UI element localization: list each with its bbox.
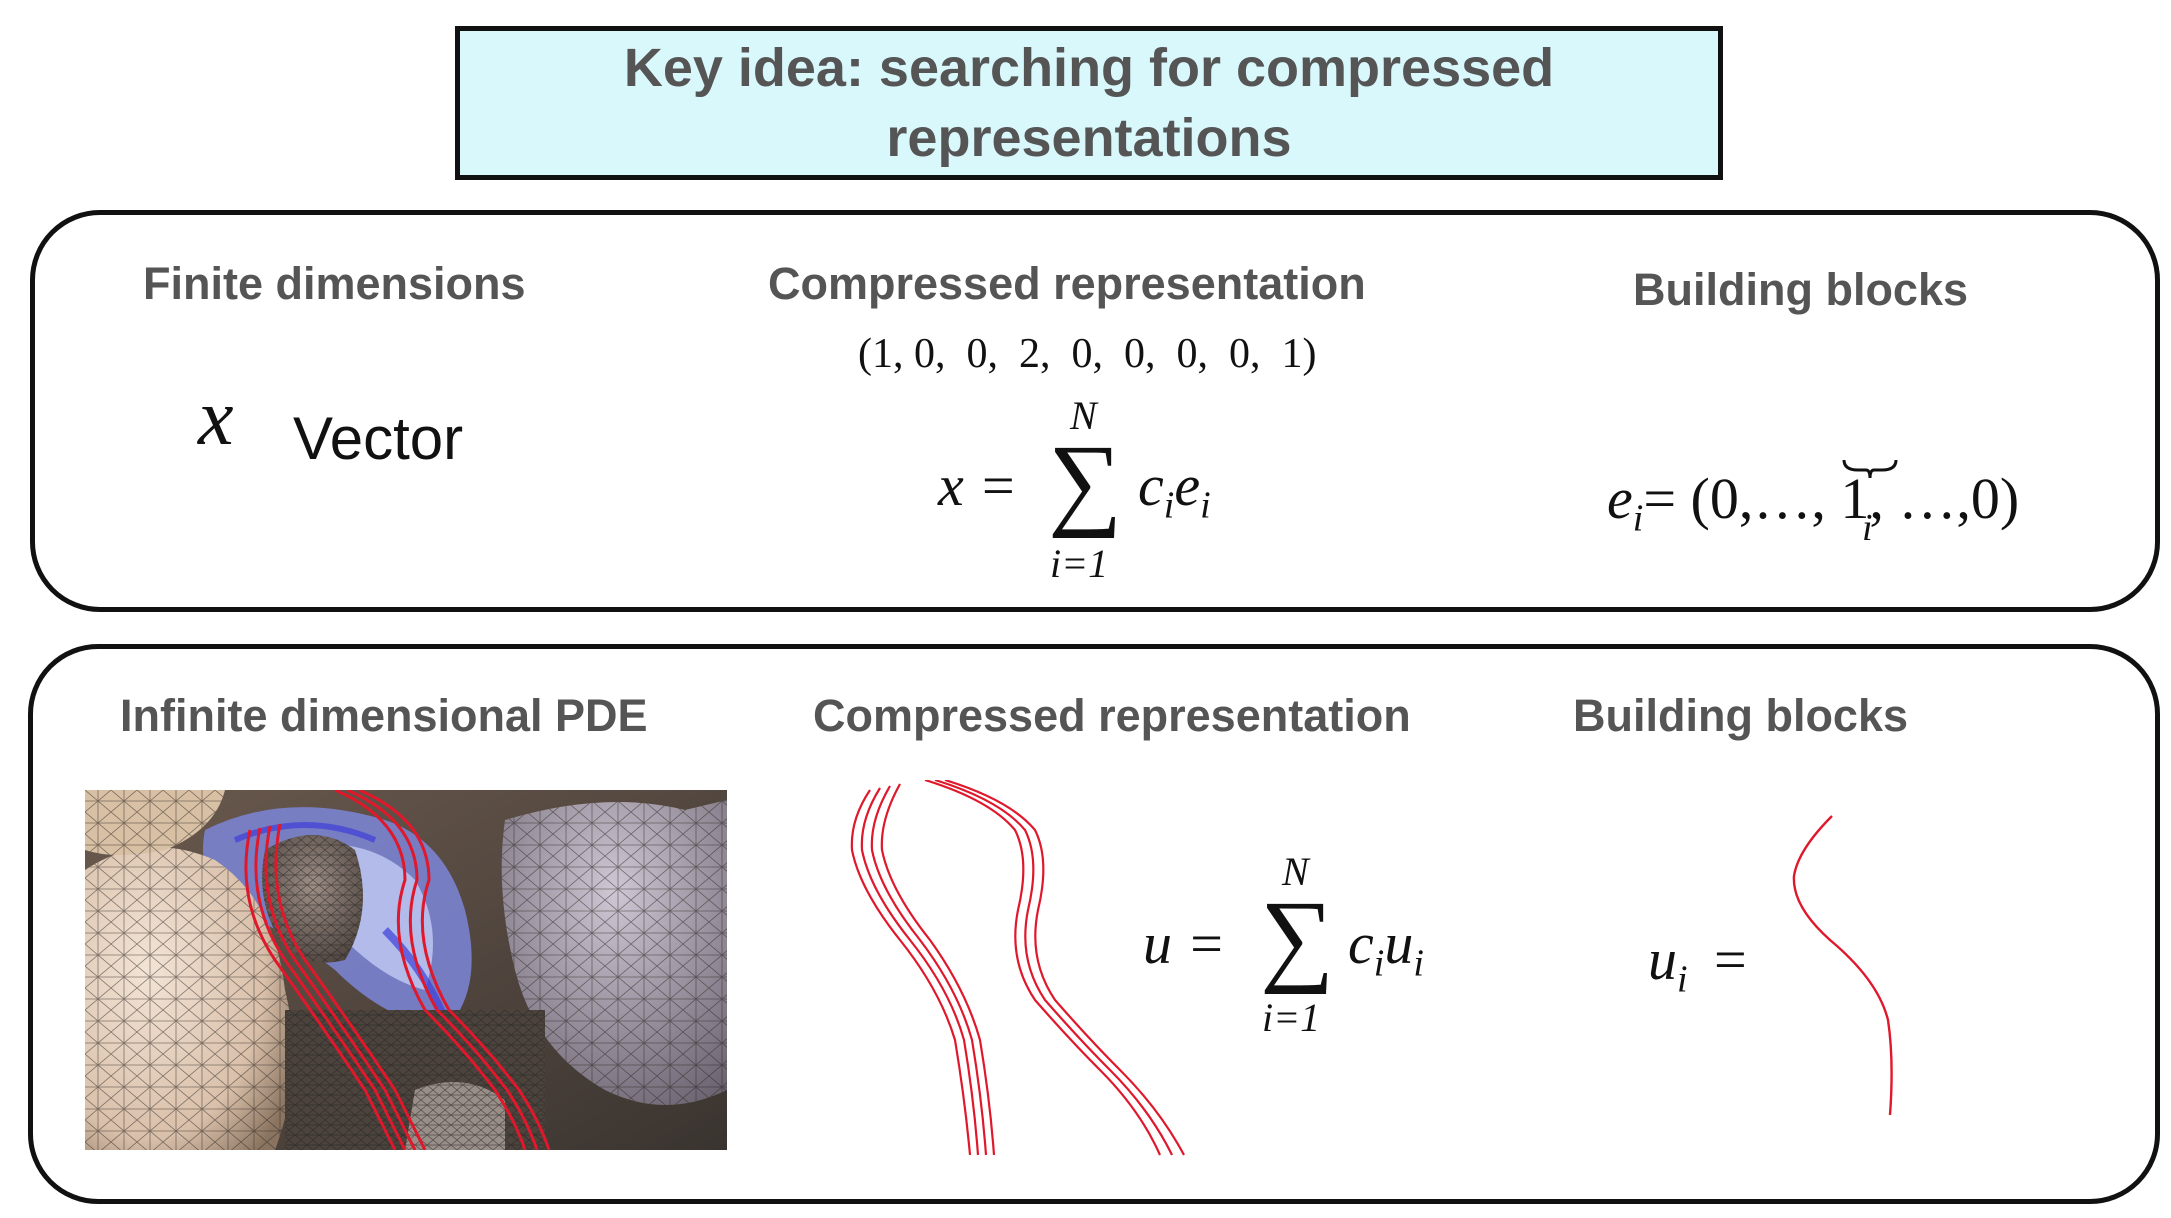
compressed-representation-header-2: Compressed representation: [813, 690, 1411, 741]
sum-upper-limit: N: [1070, 393, 1097, 438]
vector-label: Vector: [293, 405, 464, 472]
summation-symbol-u: ∑: [1260, 880, 1335, 995]
basis-one: 1: [1840, 466, 1870, 531]
coeff-c-u: c: [1348, 911, 1374, 976]
sum-lhs-u: u =: [1143, 911, 1226, 976]
sum-lower-limit-u: i=1: [1262, 995, 1321, 1040]
basis-rhs-end: , …,0): [1869, 466, 2020, 531]
sum-term: ciei: [1138, 452, 1211, 528]
coefficient-vector: (1, 0, 0, 2, 0, 0, 0, 0, 1): [858, 331, 1317, 377]
building-blocks-header-2: Building blocks: [1573, 690, 1909, 741]
coeff-sub: i: [1163, 484, 1175, 527]
title-line-2: representations: [886, 108, 1292, 168]
basis-u: u: [1384, 911, 1414, 976]
basis-vector-formula: ei= (0,…, 1, …,0): [1578, 398, 2019, 541]
title-box: Key idea: searching for compressed repre…: [455, 26, 1723, 180]
compressed-representation-header: Compressed representation: [768, 258, 1366, 309]
underbrace-icon: [1842, 459, 1898, 479]
building-blocks-header: Building blocks: [1633, 264, 1969, 315]
basis-rhs-start: = (0,…,: [1643, 466, 1841, 531]
finite-dimensions-panel: [30, 210, 2160, 612]
title-line-1: Key idea: searching for compressed: [623, 38, 1555, 98]
basis-sub-u: i: [1413, 942, 1424, 985]
summation-symbol: ∑: [1048, 424, 1123, 539]
basis-e: e: [1174, 453, 1201, 518]
streamlines-drawing: [850, 780, 1185, 1156]
basis-sub: i: [1200, 484, 1211, 527]
block-u: u: [1648, 927, 1677, 992]
pde-simulation-image: [85, 790, 727, 1150]
infinite-pde-header: Infinite dimensional PDE: [120, 690, 648, 741]
block-lhs: ui: [1648, 926, 1688, 1002]
sum-upper-limit-u: N: [1282, 849, 1309, 894]
finite-dimensions-header: Finite dimensions: [143, 258, 526, 309]
sum-lhs: x =: [938, 453, 1018, 518]
sum-lower-limit: i=1: [1050, 541, 1109, 586]
brace-label: i: [1862, 507, 1873, 549]
basis-lhs-sub: i: [1632, 497, 1644, 540]
basis-lhs: e: [1607, 466, 1633, 531]
coeff-c: c: [1138, 453, 1164, 518]
infinite-dimensional-panel: [28, 644, 2160, 1204]
block-u-sub: i: [1677, 958, 1688, 1001]
block-equals: =: [1714, 927, 1747, 992]
coeff-sub-u: i: [1373, 942, 1385, 985]
sum-term-u: ciui: [1348, 910, 1424, 986]
vector-symbol: x: [198, 374, 234, 462]
single-streamline-drawing: [1792, 815, 1893, 1116]
